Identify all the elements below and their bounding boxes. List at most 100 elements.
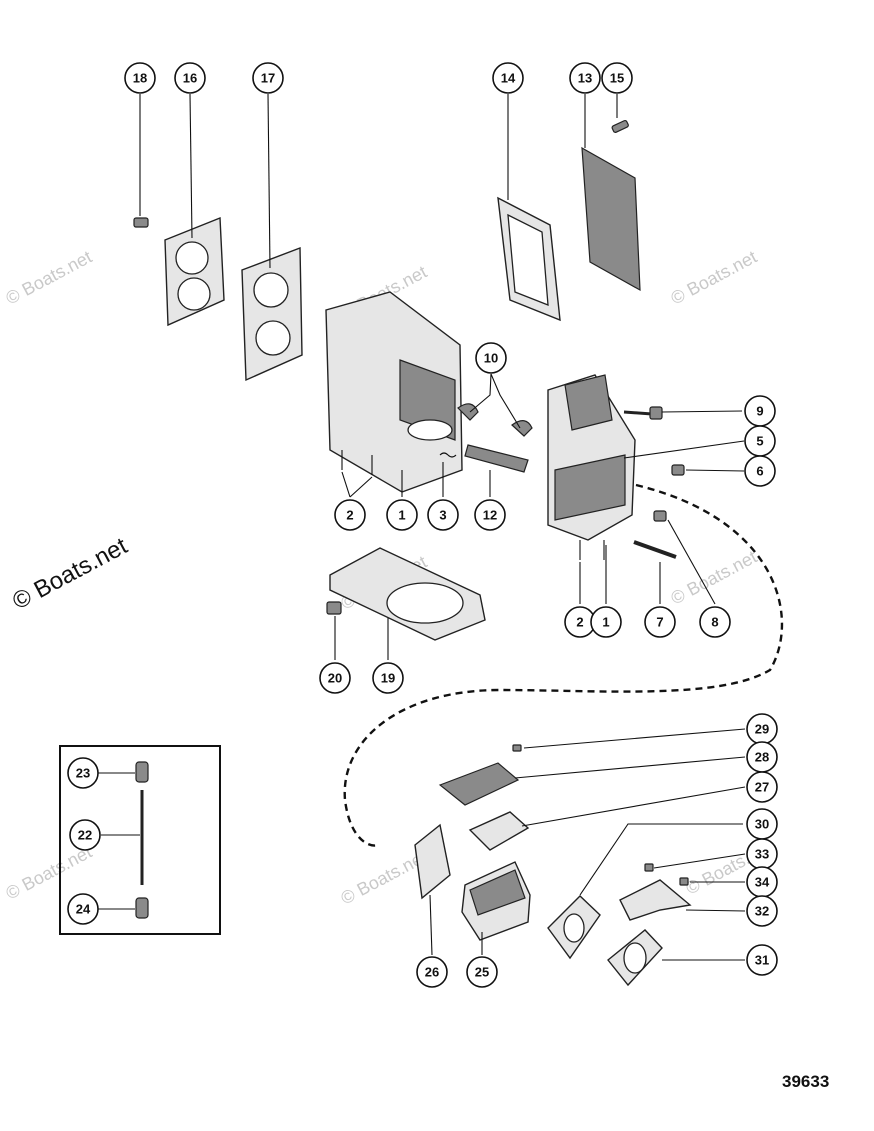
svg-text:3: 3 [439, 508, 446, 523]
callout-7: 7 [644, 606, 676, 638]
inset-box [59, 745, 221, 935]
callout-16: 16 [174, 62, 206, 94]
callout-20: 20 [319, 662, 351, 694]
callout-17: 17 [252, 62, 284, 94]
part-23-fitting [135, 761, 149, 783]
callout-1: 1 [386, 499, 418, 531]
part-8-nut [653, 510, 667, 522]
callout-1: 1 [590, 606, 622, 638]
svg-text:31: 31 [755, 953, 769, 968]
part-20-nut [326, 601, 342, 615]
svg-text:32: 32 [755, 904, 769, 919]
callout-13: 13 [569, 62, 601, 94]
part-29-screw [512, 744, 522, 752]
callout-26: 26 [416, 956, 448, 988]
assembly-path-dashed [343, 483, 784, 847]
part-12-strip [464, 444, 529, 473]
svg-text:17: 17 [261, 71, 275, 86]
svg-text:13: 13 [578, 71, 592, 86]
part-32-bracket [619, 879, 692, 921]
part-30-gasket [547, 895, 601, 960]
callout-12: 12 [474, 499, 506, 531]
svg-text:2: 2 [576, 615, 583, 630]
part-28-reed [438, 762, 520, 806]
watermark-main: © Boats.net [8, 532, 132, 615]
part-1-cylinder-block-left [325, 291, 463, 493]
svg-text:1: 1 [398, 508, 405, 523]
part-33-screw [644, 863, 654, 872]
svg-text:20: 20 [328, 671, 342, 686]
callout-25: 25 [466, 956, 498, 988]
part-7-long-bolt [633, 540, 677, 559]
watermark: © Boats.net [667, 547, 760, 609]
callout-33: 33 [746, 838, 778, 870]
svg-text:19: 19 [381, 671, 395, 686]
callout-2: 2 [334, 499, 366, 531]
callout-5: 5 [744, 425, 776, 457]
watermark: © Boats.net [2, 247, 95, 309]
svg-text:7: 7 [656, 615, 663, 630]
svg-text:24: 24 [76, 902, 91, 917]
part-10-clamps [457, 403, 533, 437]
part-27-reed-plate [468, 811, 530, 851]
part-25-reed-housing [461, 861, 531, 941]
svg-text:28: 28 [755, 750, 769, 765]
svg-text:29: 29 [755, 722, 769, 737]
svg-text:5: 5 [756, 434, 763, 449]
svg-text:1: 1 [602, 615, 609, 630]
callout-19: 19 [372, 662, 404, 694]
svg-text:14: 14 [501, 71, 516, 86]
callout-15: 15 [601, 62, 633, 94]
part-16-head-gasket [164, 216, 225, 327]
callout-29: 29 [746, 713, 778, 745]
svg-text:10: 10 [484, 351, 498, 366]
callout-3: 3 [427, 499, 459, 531]
svg-text:27: 27 [755, 780, 769, 795]
part-1-cylinder-block-right [547, 374, 636, 560]
callout-24: 24 [67, 893, 99, 925]
callout-32: 32 [746, 895, 778, 927]
callout-18: 18 [124, 62, 156, 94]
callout-23: 23 [67, 757, 99, 789]
callout-6: 6 [744, 455, 776, 487]
callout-22: 22 [69, 819, 101, 851]
document-number: 39633 [782, 1072, 829, 1091]
part-26-gasket [414, 823, 451, 900]
callout-28: 28 [746, 741, 778, 773]
part-15-screw [611, 119, 629, 133]
part-31-flange [607, 929, 663, 987]
leader-lines [98, 93, 746, 961]
part-14-cover-gasket [497, 196, 561, 322]
part-3-dowel-pin [439, 452, 457, 458]
callout-34: 34 [746, 866, 778, 898]
part-24-fitting [135, 897, 149, 919]
svg-text:22: 22 [78, 828, 92, 843]
svg-text:6: 6 [756, 464, 763, 479]
svg-text:15: 15 [610, 71, 624, 86]
part-9-bolt [623, 406, 663, 420]
callout-30: 30 [746, 808, 778, 840]
part-18-screw [133, 217, 149, 228]
part-17-head-gasket [241, 246, 303, 382]
part-13-cover-plate [581, 146, 641, 292]
svg-text:12: 12 [483, 508, 497, 523]
svg-text:30: 30 [755, 817, 769, 832]
svg-text:2: 2 [346, 508, 353, 523]
svg-text:8: 8 [711, 615, 718, 630]
part-19-base-gasket [329, 547, 486, 641]
callout-9: 9 [744, 395, 776, 427]
svg-text:18: 18 [133, 71, 147, 86]
svg-text:34: 34 [755, 875, 770, 890]
callout-27: 27 [746, 771, 778, 803]
callout-10: 10 [475, 342, 507, 374]
part-34-screw [679, 877, 689, 886]
svg-text:26: 26 [425, 965, 439, 980]
part-6-nut [671, 464, 685, 476]
svg-text:33: 33 [755, 847, 769, 862]
callout-14: 14 [492, 62, 524, 94]
svg-text:23: 23 [76, 766, 90, 781]
svg-text:25: 25 [475, 965, 489, 980]
callout-8: 8 [699, 606, 731, 638]
watermark: © Boats.net [667, 247, 760, 309]
